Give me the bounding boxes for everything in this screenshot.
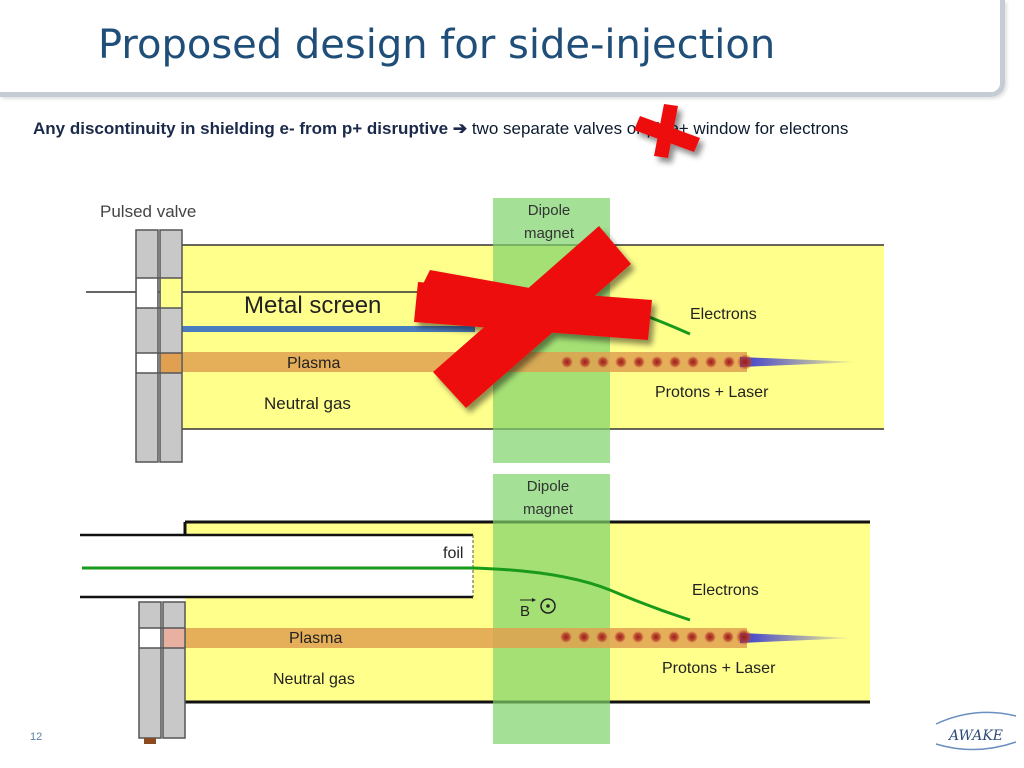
bottom-dipole-label-1: Dipole — [527, 478, 570, 495]
bottom-proton-bunches — [560, 629, 752, 645]
field-out-of-page-icon — [540, 598, 556, 614]
bottom-diagram: Dipole magnet foil Electrons B — [80, 474, 870, 744]
red-cross-icon — [414, 226, 652, 408]
top-protons-laser-label: Protons + Laser — [655, 384, 769, 401]
bottom-plasma-label: Plasma — [289, 630, 342, 647]
foil-label: foil — [443, 545, 463, 562]
slide-title: Proposed design for side-injection — [98, 22, 776, 68]
metal-screen-label: Metal screen — [244, 292, 381, 319]
b-field-label: B — [520, 603, 530, 620]
pulsed-valve-label: Pulsed valve — [100, 202, 196, 221]
top-dipole-label-1: Dipole — [528, 202, 571, 219]
right-arrow-icon: ➔ — [452, 119, 468, 138]
bullet-bold-text: Any discontinuity in shielding e- from p… — [33, 119, 449, 138]
bottom-protons-laser-label: Protons + Laser — [662, 660, 776, 677]
awake-logo-text: AWAKE — [947, 728, 1003, 744]
awake-logo: AWAKE — [935, 711, 1017, 751]
bottom-dipole-label-2: magnet — [523, 501, 574, 518]
electron-pipe — [80, 535, 473, 597]
bottom-pulsed-valve — [138, 601, 186, 744]
title-frame — [0, 0, 1005, 97]
small-red-cross-icon — [634, 104, 700, 158]
bottom-electron-beam — [82, 566, 691, 622]
top-neutral-gas-label: Neutral gas — [264, 394, 351, 413]
top-pulsed-valve — [135, 229, 183, 463]
top-plasma-label: Plasma — [287, 355, 340, 372]
bottom-electrons-label: Electrons — [692, 582, 759, 599]
page-number: 12 — [30, 731, 43, 743]
top-proton-bunches — [561, 354, 753, 370]
top-electrons-label: Electrons — [690, 306, 757, 323]
top-laser-beam — [740, 357, 860, 367]
bottom-neutral-gas-label: Neutral gas — [273, 671, 355, 688]
bottom-dipole-magnet — [493, 474, 610, 744]
top-dipole-label-2: magnet — [524, 225, 575, 242]
bottom-plasma-channel — [185, 628, 747, 648]
bottom-laser-beam — [740, 633, 855, 643]
